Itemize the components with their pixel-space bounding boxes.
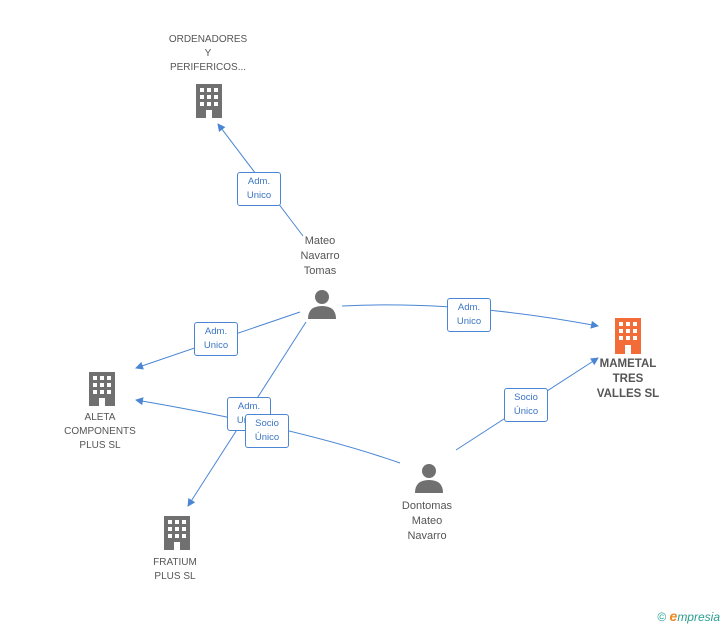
node-label-fratium[interactable]: FRATIUM PLUS SL [153, 557, 197, 582]
edge-badge-dontomas-mameteal[interactable]: Socio Único [504, 388, 548, 422]
brand-logo-letter: e [669, 608, 678, 624]
node-label-mateo[interactable]: Mateo Navarro Tomas [300, 235, 340, 277]
copyright-symbol: © [657, 610, 667, 624]
node-label-ordenadores[interactable]: ORDENADORES Y PERIFERICOS... [168, 34, 248, 73]
person-icon[interactable] [307, 289, 337, 319]
node-label-mameteal[interactable]: MAMETAL TRES VALLES SL [596, 358, 660, 400]
edge-badge-mateo-ordenadores[interactable]: Adm. Unico [237, 172, 281, 206]
brand-watermark: © empresia [657, 608, 720, 624]
building-icon[interactable] [193, 84, 225, 118]
node-label-dontomas[interactable]: Dontomas Mateo Navarro [401, 500, 453, 542]
person-icon[interactable] [414, 463, 444, 493]
edge-badge-mateo-aleta[interactable]: Adm. Unico [194, 322, 238, 356]
building-focus-icon[interactable] [612, 318, 644, 354]
building-icon[interactable] [86, 372, 118, 406]
node-label-aleta[interactable]: ALETA COMPONENTS PLUS SL [64, 412, 136, 451]
edge-badge-dontomas-aleta[interactable]: Socio Único [245, 414, 289, 448]
edge-badge-mateo-mameteal[interactable]: Adm. Unico [447, 298, 491, 332]
building-icon[interactable] [161, 516, 193, 550]
brand-name: mpresia [677, 610, 720, 624]
